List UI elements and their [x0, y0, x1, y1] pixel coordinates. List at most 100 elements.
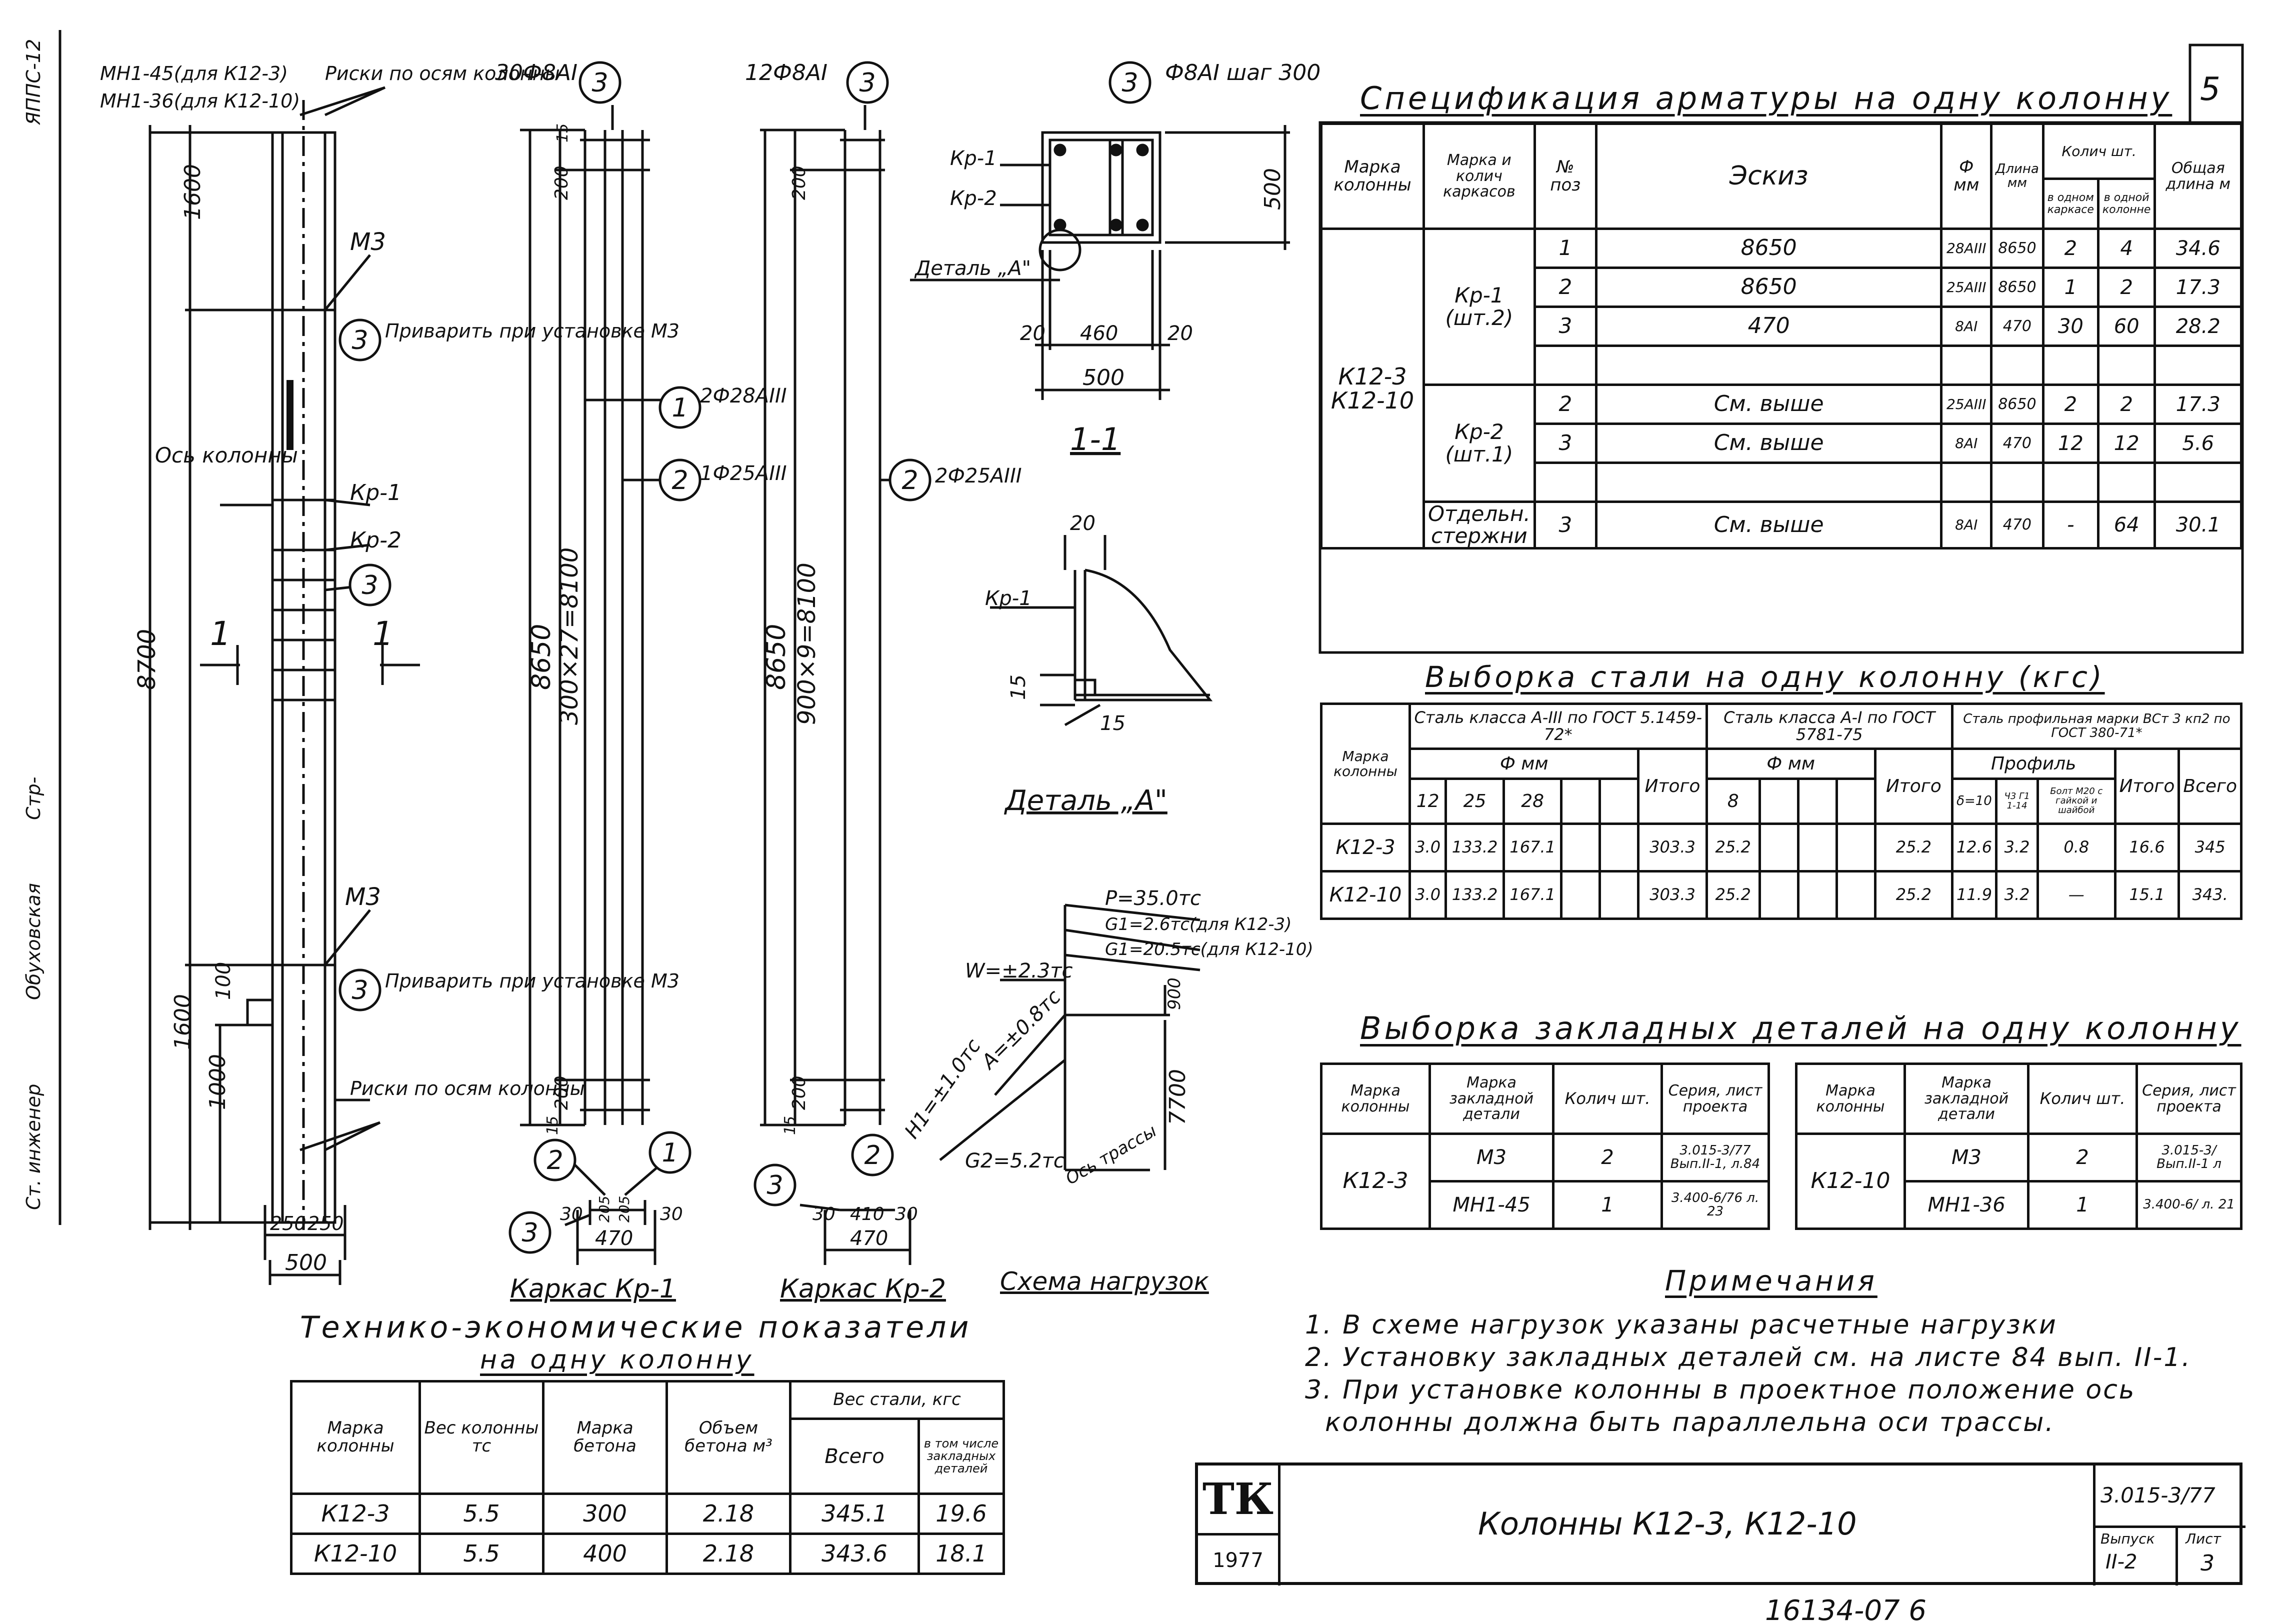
load-label: Ось трассы: [1062, 1121, 1160, 1189]
tb-issue-label: Выпуск: [2100, 1530, 2155, 1547]
spec-pos: 2: [1533, 266, 1598, 308]
spec-head-qty: Колич шт.: [2042, 122, 2156, 180]
spec-sketch: 8650: [1594, 228, 1943, 269]
section-bar-label: Ф8АI шаг 300: [1165, 60, 1320, 86]
kr2-title: Каркас Кр-2: [780, 1274, 946, 1304]
steel-v28: 167.1: [1502, 870, 1563, 920]
table-cell-empty: [1758, 822, 1800, 872]
spec-total: 28.2: [2154, 306, 2242, 347]
steel-v8: 25.2: [1705, 870, 1761, 920]
spec-total: [2154, 344, 2242, 386]
tech-weight: 5.5: [418, 1492, 544, 1535]
steel-head-empty: [1598, 778, 1640, 825]
callout-circle: [888, 458, 932, 502]
detail-title: Деталь „А": [1004, 784, 1168, 817]
kr1-dim: 8650: [526, 624, 556, 690]
emb-head-part: Марка закладной детали: [1428, 1062, 1554, 1135]
steel-head-empty: [1758, 778, 1800, 825]
section-1-1-drawing: [910, 125, 1290, 400]
spec-qty-frame: 1: [2042, 266, 2100, 308]
load-label: H1=±1.0тс: [900, 1035, 986, 1143]
steel-v8: 25.2: [1705, 822, 1761, 872]
column-label: М3: [350, 228, 386, 256]
column-callout: 3: [352, 976, 368, 1006]
steel-s1: 303.3: [1637, 870, 1708, 920]
tb-name: Колонны К12-3, К12-10: [1478, 1506, 1857, 1542]
callout-circle: [754, 1164, 796, 1206]
steel-head-empty: [1835, 778, 1876, 825]
spec-qty-frame: 2: [2042, 228, 2100, 269]
callout-circle: [1108, 61, 1152, 104]
steel-head-vsego: Всего: [2178, 748, 2242, 825]
steel-p2: 3.2: [1995, 870, 2040, 920]
spec-head-length: Длина мм: [1990, 122, 2044, 230]
embedded-title: Выборка закладных деталей на одну колонн…: [1360, 1010, 2242, 1046]
spec-length: 470: [1990, 500, 2044, 550]
tb-sheet-label: Лист: [2186, 1530, 2221, 1547]
steel-p2: 3.2: [1995, 822, 2040, 872]
spec-frame: [1318, 121, 2244, 654]
spec-qty-col: 64: [2096, 500, 2156, 550]
column-label: Риски по осям колонны: [325, 62, 560, 84]
spec-sketch: См. выше: [1594, 500, 1943, 550]
tech-title: Технико-экономические показатели: [300, 1310, 972, 1345]
steel-title: Выборка стали на одну колонну (кгс): [1425, 660, 2105, 694]
spec-qty-frame: [2042, 344, 2100, 386]
spec-head-total: Общая длина м: [2154, 122, 2242, 230]
emb-part: М3: [1428, 1132, 1554, 1182]
table-cell-empty: [1796, 870, 1838, 920]
tb-right: 3.015-3/77 Выпуск II-2 Лист 3: [2093, 1466, 2246, 1586]
load-label: P=35.0тс: [1105, 887, 1201, 910]
kr2-bar-label: 2Ф25АIII: [935, 464, 1022, 488]
callout-circle: [846, 61, 889, 104]
kr1-callout: 2: [672, 466, 688, 496]
kr1-callout: 3: [522, 1218, 538, 1248]
emb-col-mark: К12-3: [1320, 1132, 1431, 1230]
section-label: Кр-2: [950, 187, 997, 210]
column-label: Кр-1: [350, 480, 402, 506]
spec-qty-frame: 12: [2042, 422, 2100, 464]
table-cell-empty: [1758, 870, 1800, 920]
callout-circle: [508, 1211, 552, 1254]
steel-head-itogo: Итого: [1874, 748, 1954, 825]
section-label: Кр-1: [950, 147, 997, 170]
column-label: Приварить при установке М3: [385, 970, 680, 992]
steel-head-dmm: Ф мм: [1408, 748, 1640, 780]
emb-head-part: Марка закладной детали: [1904, 1062, 2030, 1135]
spec-frame-mark: Кр-2 (шт.1): [1422, 384, 1536, 503]
kr2-callout: 3: [766, 1170, 783, 1200]
kr1-callout: 1: [672, 393, 688, 423]
kr1-dim: 30: [660, 1204, 683, 1224]
column-label: МН1-45(для К12-3): [100, 62, 288, 84]
tech-volume: 2.18: [666, 1492, 792, 1535]
spec-pos: [1533, 462, 1598, 503]
emb-head-col: Марка колонны: [1795, 1062, 1906, 1135]
steel-head-empty: [1560, 778, 1602, 825]
column-dim: 1000: [205, 1054, 230, 1110]
kr1-callout: 1: [662, 1138, 678, 1168]
callout-circle: [578, 61, 622, 104]
steel-table: Марка колонны Сталь класса А-III по ГОСТ…: [1320, 702, 2243, 920]
column-label: Ось колонны: [155, 443, 298, 468]
note-3: 3. При установке колонны в проектное пол…: [1305, 1375, 2136, 1405]
section-dim: 500: [1082, 365, 1124, 390]
spec-qty-frame: [2042, 462, 2100, 503]
load-title: Схема нагрузок: [1000, 1267, 1209, 1296]
steel-head-a3: Сталь класса А-III по ГОСТ 5.1459-72*: [1408, 702, 1708, 750]
kr1-title: Каркас Кр-1: [510, 1274, 676, 1304]
callout-circle: [658, 386, 702, 429]
spec-qty-col: 60: [2096, 306, 2156, 347]
kr1-dim: 470: [595, 1227, 633, 1250]
kr1-bar-label: 1Ф25АIII: [700, 462, 787, 485]
kr1-dim: 30: [560, 1204, 583, 1224]
spec-sketch: См. выше: [1594, 422, 1943, 464]
steel-s1: 303.3: [1637, 822, 1708, 872]
tech-head-concrete: Марка бетона: [542, 1380, 668, 1495]
